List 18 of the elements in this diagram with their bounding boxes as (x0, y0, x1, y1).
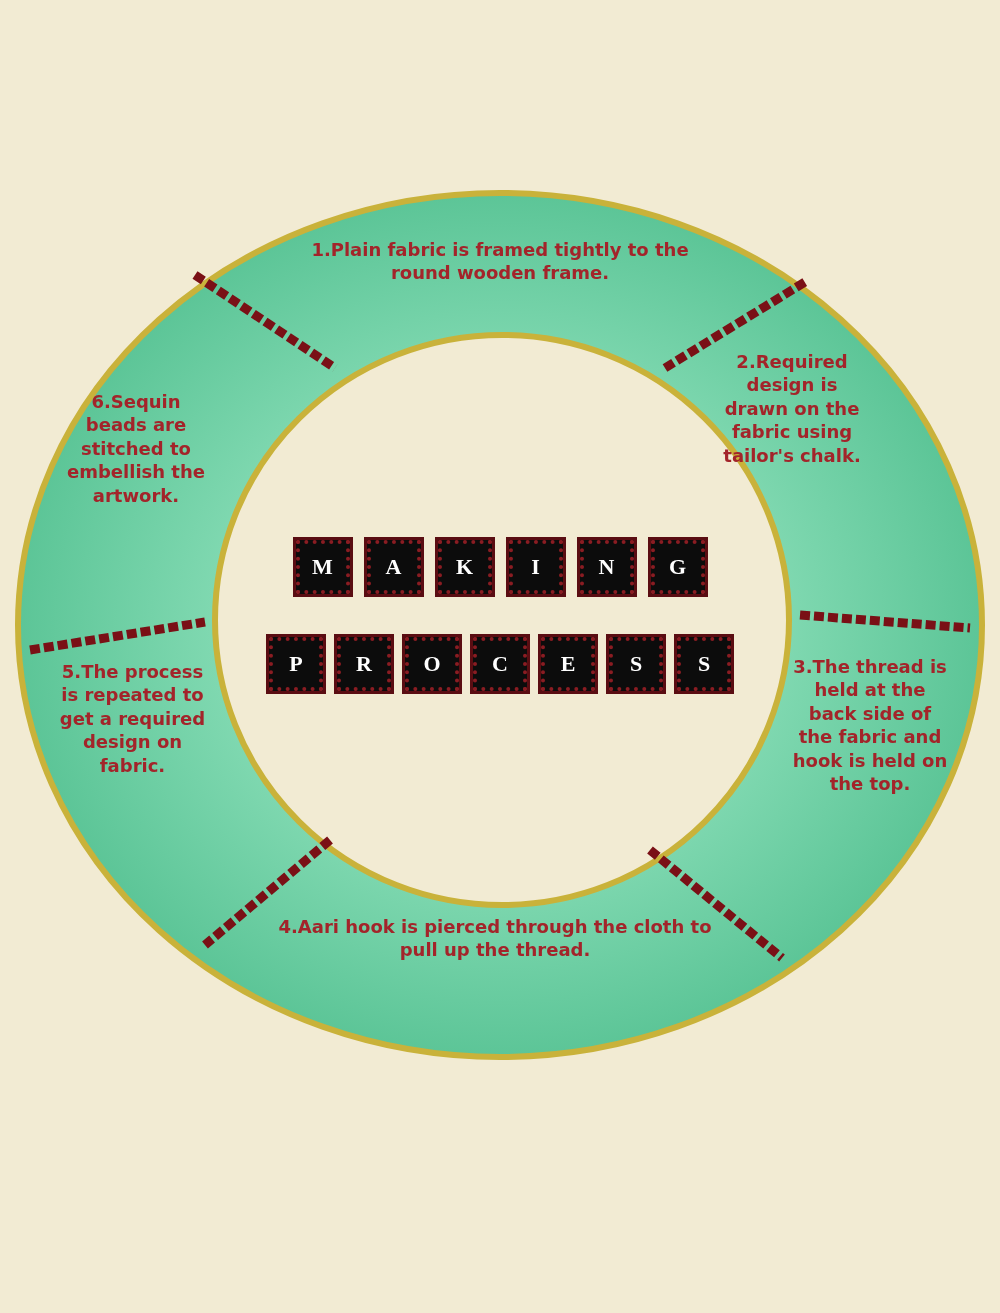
letter-tile: O (405, 637, 459, 691)
letter-tile: M (295, 540, 350, 594)
step-text: 1.Plain fabric is framed tightly to the round wooden frame. (300, 238, 700, 285)
letter-tile: S (609, 637, 663, 691)
step-text: 3.The thread is held at the back side of the fabric and hook is held on the top. (790, 655, 950, 796)
step-text: 5.The process is repeated to get a required design on fabric. (55, 660, 210, 777)
letter-tile: G (650, 540, 705, 594)
letter-tile: P (269, 637, 323, 691)
letter-tile: C (473, 637, 527, 691)
letter-tile: N (579, 540, 634, 594)
letter-tile: E (541, 637, 595, 691)
letter-tile: A (366, 540, 421, 594)
letter-tile: S (677, 637, 731, 691)
letter-tile: K (437, 540, 492, 594)
letter-tile: R (337, 637, 391, 691)
step-text: 4.Aari hook is pierced through the cloth to pull up the thread. (260, 915, 730, 962)
letter-tile: I (508, 540, 563, 594)
step-text: 6.Sequin beads are stitched to embellish the artwork. (62, 390, 210, 507)
